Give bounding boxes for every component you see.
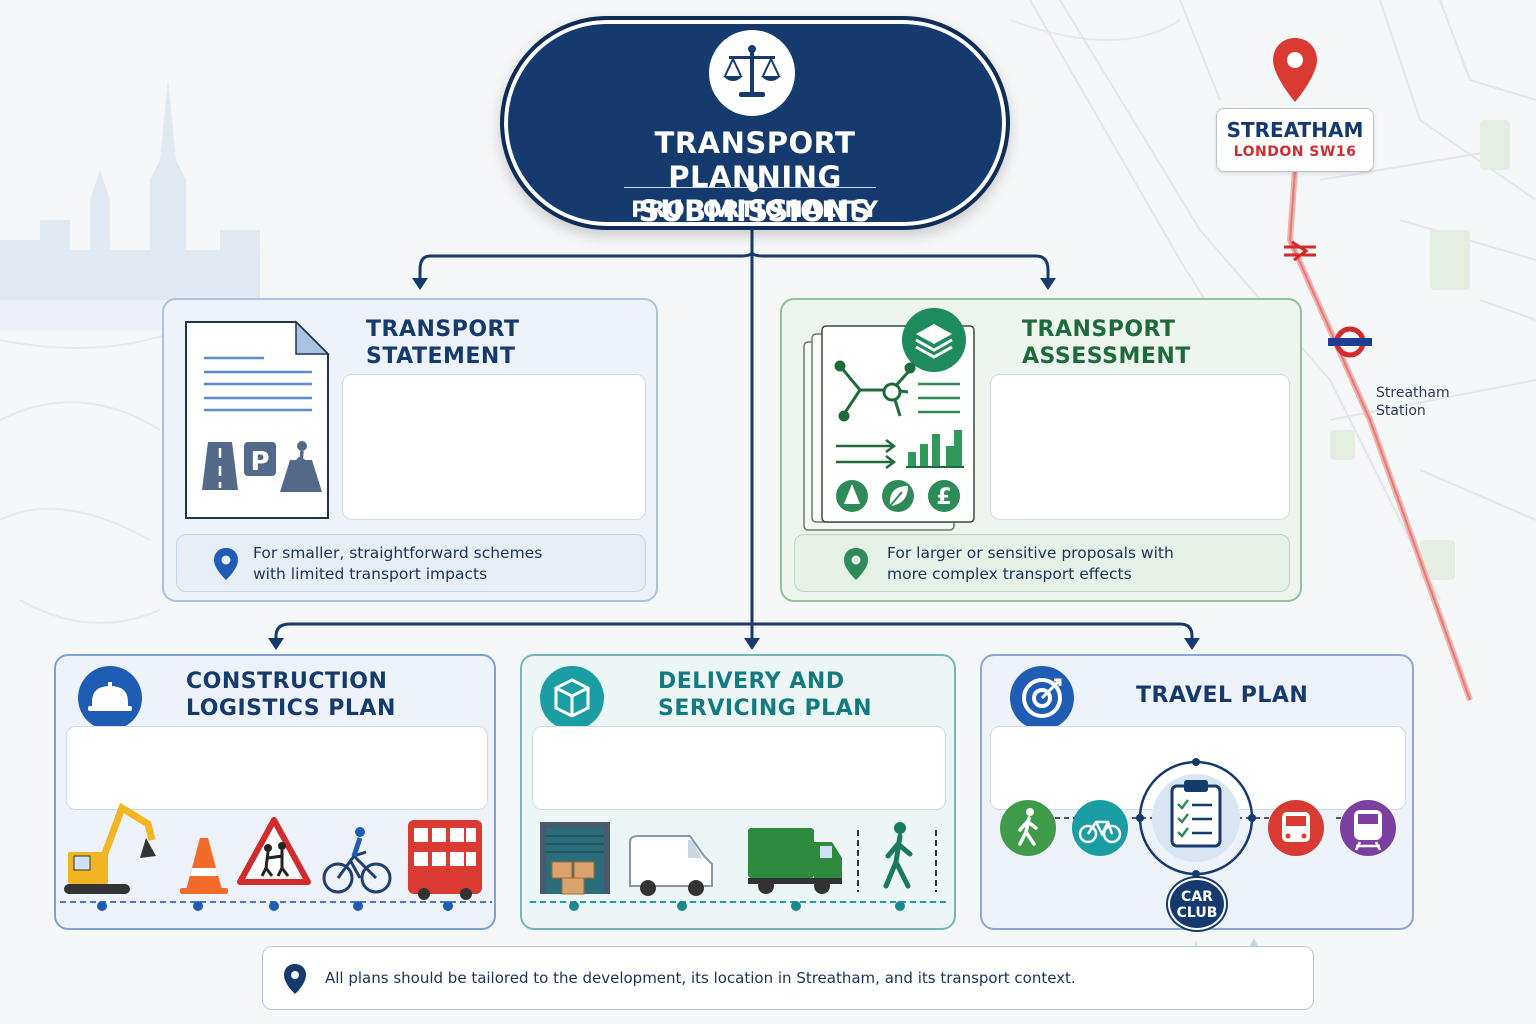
road-icon [202, 442, 238, 490]
divider-dot [748, 182, 758, 192]
svg-text:P: P [250, 447, 269, 477]
children-crossing-sign-icon [237, 817, 311, 885]
excavator-icon [64, 802, 156, 894]
cone-icon [836, 480, 868, 512]
hard-hat-icon [78, 666, 142, 730]
scales-of-justice-icon [709, 30, 795, 116]
traffic-cone-icon [180, 838, 228, 894]
construction-logistics-content-box [66, 726, 488, 810]
location-pin-icon [844, 548, 868, 580]
car-club-label: CAR CLUB [1176, 889, 1218, 921]
transport-statement-content-box [342, 374, 646, 520]
national-rail-icon [1284, 240, 1316, 262]
pound-icon: £ [928, 480, 960, 512]
cyclist-icon [322, 827, 392, 894]
location-label: STREATHAM LONDON SW16 [1216, 108, 1374, 172]
transport-assessment-note-box: For larger or sensitive proposals with m… [794, 534, 1290, 592]
leaf-icon [882, 480, 914, 512]
construction-icon-row [60, 802, 492, 911]
report-stack-icon: £ [803, 308, 975, 531]
pedestrian-crossing-icon [280, 441, 322, 492]
layers-icon [902, 308, 966, 372]
delivery-servicing-title: DELIVERY AND SERVICING PLAN [658, 669, 873, 721]
underground-roundel-icon [1328, 326, 1372, 358]
document-icon: P [185, 320, 330, 519]
travel-plan-card: TRAVEL PLAN [980, 654, 1414, 930]
loading-bay-icon [540, 822, 610, 895]
footer-note-box: All plans should be tailored to the deve… [262, 946, 1314, 1010]
clipboard-checklist-icon [1152, 774, 1240, 862]
construction-logistics-card: CONSTRUCTION LOGISTICS PLAN [54, 654, 496, 930]
footer-text: All plans should be tailored to the deve… [325, 969, 1076, 987]
transport-assessment-content-box [990, 374, 1290, 520]
bar-chart-icon [906, 430, 964, 468]
map-pin-icon [1273, 38, 1317, 102]
target-icon [1010, 666, 1074, 730]
travel-icon-row [1000, 758, 1396, 894]
station-label: Streatham Station [1376, 385, 1450, 419]
transport-assessment-title: TRANSPORT ASSESSMENT [1022, 317, 1191, 369]
travel-plan-title: TRAVEL PLAN [1136, 683, 1309, 708]
construction-logistics-title: CONSTRUCTION LOGISTICS PLAN [186, 669, 396, 721]
network-icon [834, 360, 916, 422]
header-pill: TRANSPORT PLANNING SUBMISSIONS PROPORTIO… [500, 16, 1010, 230]
delivery-servicing-card: DELIVERY AND SERVICING PLAN [520, 654, 956, 930]
parking-icon: P [244, 442, 276, 477]
bicycle-icon [1072, 800, 1128, 856]
transport-assessment-note: For larger or sensitive proposals with m… [887, 544, 1174, 583]
location-pin-icon [214, 548, 238, 580]
delivery-icon-row [530, 822, 950, 911]
svg-text:£: £ [936, 485, 951, 510]
page-subtitle: PROPORTIONALITY [630, 198, 880, 223]
box-icon [540, 666, 604, 730]
location-pin-icon [284, 964, 306, 994]
pedestrian-icon [857, 822, 937, 892]
car-club-badge: CAR CLUB [1168, 878, 1226, 930]
van-icon [629, 835, 713, 896]
train-icon [1340, 800, 1396, 856]
transport-statement-title: TRANSPORT STATEMENT [366, 317, 520, 369]
double-decker-bus-icon [408, 820, 482, 900]
bus-icon [1268, 800, 1324, 856]
traffic-arrows-icon [836, 439, 897, 469]
transport-statement-note: For smaller, straightforward schemes wit… [253, 544, 543, 583]
refuse-truck-icon [748, 828, 842, 894]
location-detail: LONDON SW16 [1233, 144, 1357, 160]
location-name: STREATHAM [1226, 118, 1364, 142]
walking-icon [1000, 800, 1056, 856]
delivery-servicing-content-box [532, 726, 946, 810]
transport-statement-note-box: For smaller, straightforward schemes wit… [176, 534, 646, 592]
